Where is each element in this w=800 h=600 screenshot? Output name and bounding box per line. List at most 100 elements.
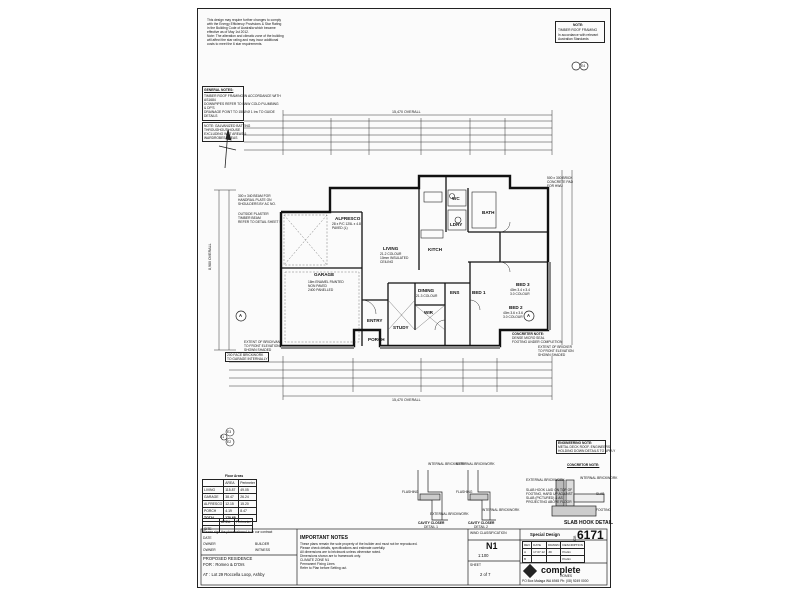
table-row: AREA Perimeter bbox=[202, 518, 253, 526]
overall-dimension-top: 15,470 OVERALL bbox=[392, 110, 421, 114]
room-kitch: KITCH bbox=[428, 247, 443, 252]
slab-hook-caption: SLAB HOOK DETAIL bbox=[564, 520, 614, 526]
battens-note-box: NOTE: GALVANIZED BATTING THROUGHOUT HOUS… bbox=[202, 122, 251, 142]
company-contact: PO Box Malaga WA 6945 Ph: (08) 9249 0000 bbox=[522, 579, 589, 583]
slab-hook-label-external: EXTERNAL BRICKWORK bbox=[526, 478, 565, 482]
elevation-marker-e4 bbox=[571, 61, 589, 71]
north-arrow bbox=[218, 128, 237, 169]
side-dimension-lines bbox=[214, 170, 573, 351]
site-areas-table: AREA Perimeter SITE bbox=[202, 518, 253, 533]
kitchen-benches bbox=[420, 189, 497, 239]
room-bed3: BED 3 bbox=[516, 282, 530, 287]
table-row: SITE bbox=[202, 525, 253, 533]
room-dining: DINING bbox=[418, 288, 435, 293]
dining-note: 21.3 COLOUR bbox=[416, 294, 438, 298]
title-builder-label: BUILDER bbox=[255, 542, 270, 546]
slab-hook-drawing bbox=[551, 479, 605, 517]
title-date-label: DATE bbox=[203, 536, 212, 540]
marker-e2-label: E2 bbox=[227, 440, 232, 444]
title-owner2-label: OWNER bbox=[203, 548, 216, 552]
marker-e4-label: E4 bbox=[581, 64, 586, 68]
cavity-closer-2-drawing bbox=[467, 470, 496, 521]
study-diagonals bbox=[387, 299, 446, 331]
job-number: 6171 bbox=[577, 528, 604, 542]
wind-class-value: N1 bbox=[486, 541, 498, 551]
scale-value: 1:100 bbox=[478, 553, 489, 558]
slab-hook-label-slab: SLAB bbox=[596, 492, 605, 496]
design-label: Special Design bbox=[530, 532, 560, 537]
site-address: AT : Lot 29 Roccella Loop, Ashby bbox=[203, 572, 265, 577]
floor-areas-title: Floor Areas bbox=[225, 474, 244, 478]
room-wc: WC bbox=[452, 196, 460, 201]
room-garage: GARAGE bbox=[314, 272, 335, 277]
overall-dimension-side: 8,980 OVERALL bbox=[208, 243, 212, 270]
title-owner-label: OWNER bbox=[203, 542, 216, 546]
drawing-sheet bbox=[197, 8, 611, 588]
title-witness-label: WITNESS bbox=[255, 548, 271, 552]
front-brick-shading bbox=[281, 262, 551, 349]
important-notes-title: IMPORTANT NOTES bbox=[300, 535, 348, 541]
internal-walls bbox=[281, 176, 548, 346]
cc2-label-flashing: FLASHING bbox=[456, 490, 473, 494]
cavity-closer-2-sub: DETAIL 2 bbox=[474, 525, 488, 529]
room-living: LIVING bbox=[383, 246, 399, 251]
sheet-value: 2 of 7 bbox=[480, 572, 491, 577]
cavity-closer-2-title: CAVITY CLOSER bbox=[468, 521, 495, 525]
overall-dimension-bottom: 15,470 OVERALL bbox=[392, 398, 421, 402]
marker-e3-label: E3 bbox=[227, 430, 232, 434]
table-row: AREA Perimeter bbox=[201, 479, 257, 487]
bottom-dimension-lines bbox=[229, 356, 553, 400]
owner-names: FOR : Romeo & D'Ors bbox=[203, 562, 245, 567]
elevation-markers-left bbox=[220, 427, 235, 447]
cavity-closer-1-sub: DETAIL 1 bbox=[424, 525, 438, 529]
top-right-note: NOTE: TIMBER ROOF FRAMING In accordance … bbox=[555, 21, 605, 43]
energy-notice: This design may require further changes … bbox=[207, 18, 284, 46]
company-name: complete bbox=[541, 565, 581, 575]
cc2-label-internal: INTERNAL BRICKWORK bbox=[482, 508, 520, 512]
company-sub: HOMES bbox=[560, 574, 573, 578]
engineering-note-box: ENGINEERING NOTE: METAL DECK ROOF. ENGIN… bbox=[556, 440, 616, 454]
section-markers bbox=[235, 310, 535, 322]
sheet-label: SHEET bbox=[470, 563, 481, 567]
room-ldry: LDRY bbox=[450, 222, 463, 227]
cc1-label-external: EXTERNAL BRICKWORK bbox=[430, 512, 469, 516]
marker-e1-label: E1 bbox=[220, 435, 225, 439]
cc2-label-external: EXTERNAL BRICKWORK bbox=[456, 462, 495, 466]
section-a-left-label: A bbox=[239, 313, 243, 318]
room-entry: ENTRY bbox=[367, 318, 383, 323]
important-notes-list: These plans remain the sole property of … bbox=[300, 542, 418, 570]
wind-class-label: WIND CLASSIFICATION bbox=[470, 531, 507, 535]
room-bed2: BED 2 bbox=[509, 305, 523, 310]
room-ens: ENS bbox=[450, 290, 460, 295]
proposed-residence: PROPOSED RESIDENCE bbox=[203, 556, 253, 561]
room-wir: WIR bbox=[424, 310, 433, 315]
section-a-right-label: A bbox=[527, 313, 531, 318]
garage-brick-note: 200 FACE BRICKWORK TO GARAGE INTERNALLY bbox=[225, 352, 269, 362]
general-notes-box: GENERAL NOTES: TIMBER ROOF FRAMING IN AC… bbox=[202, 86, 281, 121]
concretor-note-title: CONCRETOR NOTE: bbox=[567, 463, 600, 467]
title-block-lines bbox=[200, 528, 608, 586]
room-study: STUDY bbox=[393, 325, 409, 330]
cavity-closer-1-drawing bbox=[417, 470, 448, 521]
room-bath: BATH bbox=[482, 210, 495, 215]
sign-plans-line: Please sign the plans referred to in our… bbox=[203, 530, 273, 534]
